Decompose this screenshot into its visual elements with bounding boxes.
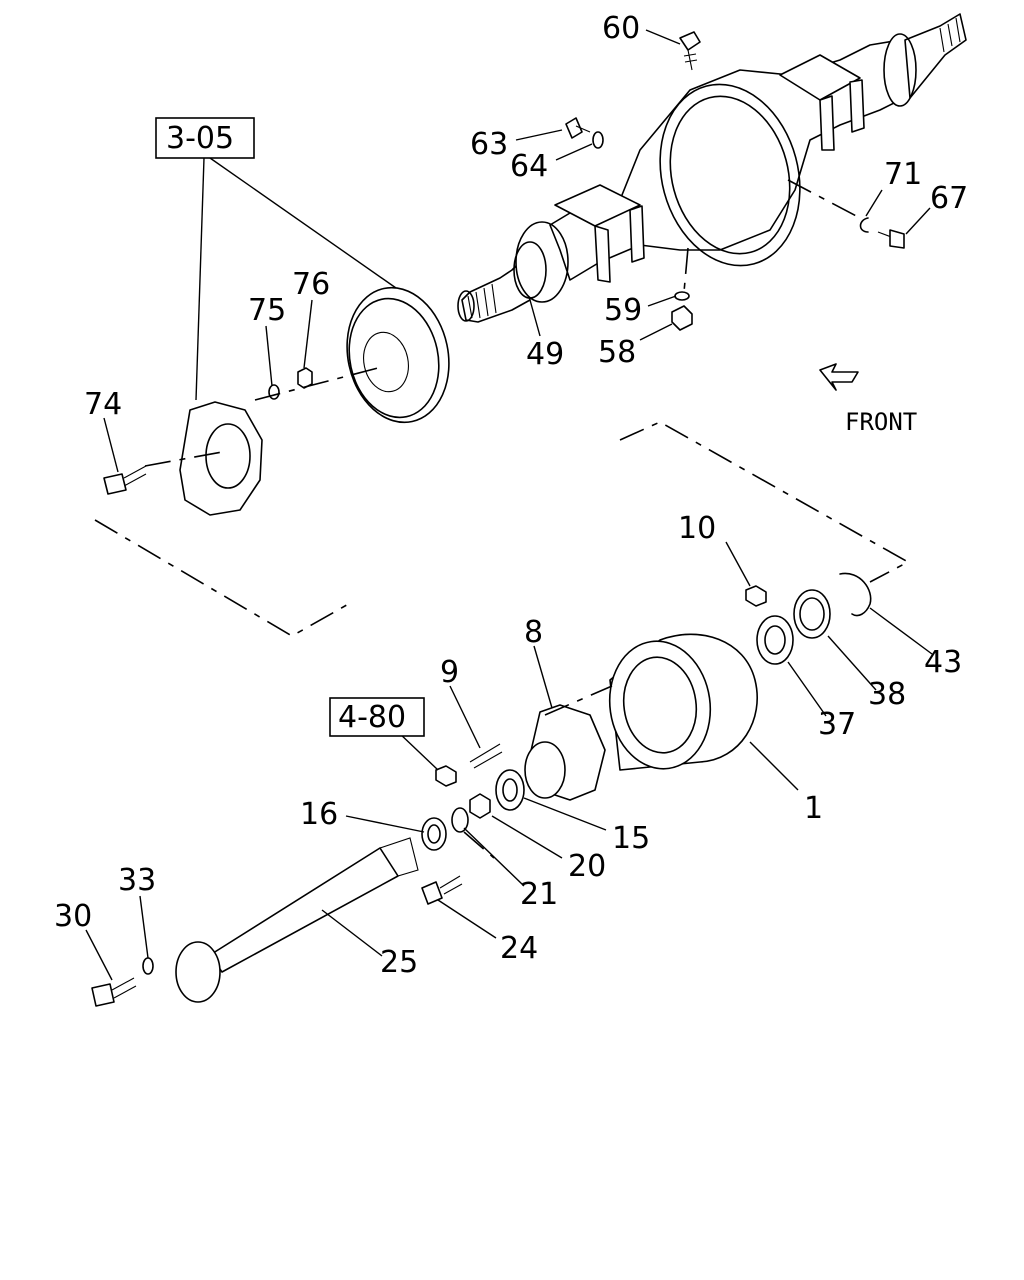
backing-plate	[346, 286, 450, 424]
front-arrow-icon	[819, 363, 859, 391]
callout-8: 8	[524, 615, 543, 650]
callout-63: 63	[470, 127, 508, 162]
bearing-15	[495, 769, 525, 811]
leader-lines	[85, 29, 933, 981]
washer-64	[592, 131, 604, 149]
nut-10	[745, 585, 767, 607]
ref-label-3-05: 3-05	[166, 121, 234, 156]
brake-drum-1	[608, 633, 758, 771]
snap-ring-43	[839, 572, 872, 617]
bolt-67	[877, 229, 905, 249]
axis-line-71	[787, 179, 861, 219]
callout-15: 15	[612, 821, 650, 856]
washer-59	[674, 291, 690, 301]
bolt-24	[421, 875, 463, 905]
callout-24: 24	[500, 931, 538, 966]
axis-line-74	[144, 451, 223, 467]
breather-60	[679, 31, 701, 71]
callout-71: 71	[884, 157, 922, 192]
nut-4-80	[435, 765, 457, 787]
callout-33: 33	[118, 863, 156, 898]
callout-9: 9	[440, 655, 459, 690]
seal-16	[421, 817, 447, 851]
callout-60: 60	[602, 11, 640, 46]
bearing-37	[756, 615, 794, 665]
bolt-63	[565, 117, 591, 139]
front-label: FRONT	[845, 408, 917, 436]
phantom-line-right	[619, 421, 910, 583]
callout-10: 10	[678, 511, 716, 546]
axle-flange-3-05	[179, 401, 263, 516]
callout-64: 64	[510, 149, 548, 184]
axis-line-24	[463, 831, 495, 859]
axis-line-59	[683, 247, 689, 293]
phantom-line-left	[94, 519, 353, 637]
callout-20: 20	[568, 849, 606, 884]
nut-58	[671, 305, 693, 331]
callout-58: 58	[598, 335, 636, 370]
nut-76	[297, 367, 313, 389]
bolt-74	[103, 465, 147, 495]
callout-37: 37	[818, 707, 856, 742]
callout-1: 1	[804, 791, 823, 826]
nut-20	[469, 793, 491, 819]
callout-75: 75	[248, 293, 286, 328]
washer-21	[451, 807, 469, 833]
ref-box-4-80	[329, 697, 425, 737]
callout-49: 49	[526, 337, 564, 372]
bolt-30	[91, 977, 137, 1007]
stud-9	[469, 743, 503, 769]
callout-16: 16	[300, 797, 338, 832]
axle-shaft-25	[175, 837, 419, 1003]
callout-43: 43	[924, 645, 962, 680]
callout-76: 76	[292, 267, 330, 302]
callout-59: 59	[604, 293, 642, 328]
hub-8	[524, 704, 606, 801]
axis-line-flange	[254, 367, 379, 401]
callout-21: 21	[520, 877, 558, 912]
axis-line-hub	[544, 685, 613, 716]
callout-38: 38	[868, 677, 906, 712]
washer-33	[142, 957, 154, 975]
callout-25: 25	[380, 945, 418, 980]
callout-30: 30	[54, 899, 92, 934]
washer-75	[268, 384, 280, 400]
axle-housing	[457, 13, 967, 323]
seal-38	[793, 589, 831, 639]
callout-74: 74	[84, 387, 122, 422]
ref-label-4-80: 4-80	[338, 700, 406, 735]
clip-71	[859, 217, 869, 233]
ref-box-3-05	[155, 117, 255, 159]
callout-67: 67	[930, 181, 968, 216]
